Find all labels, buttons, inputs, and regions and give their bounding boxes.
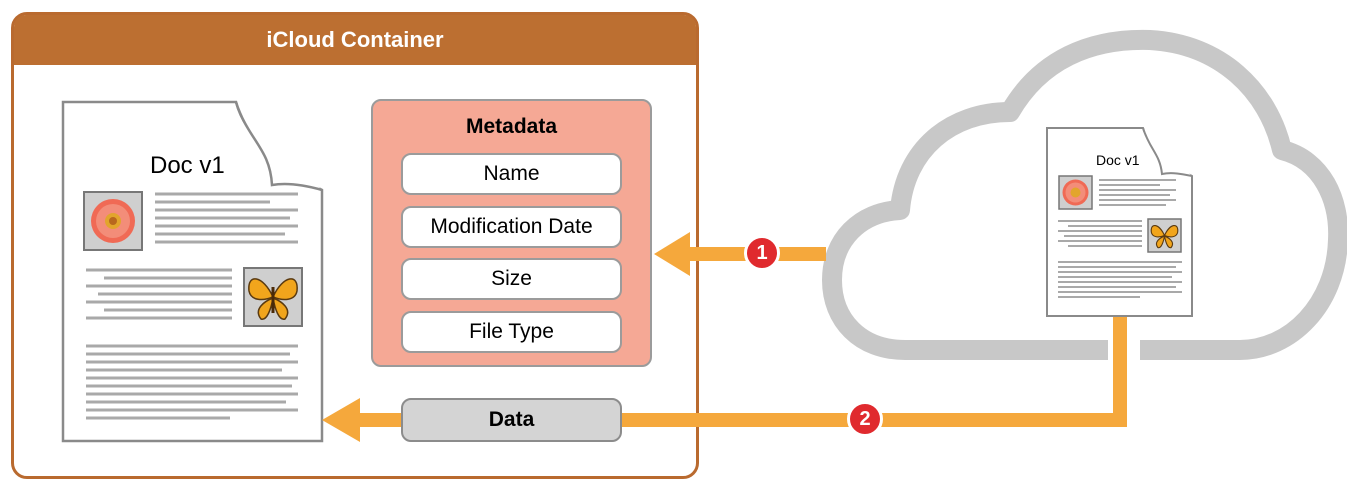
- metadata-field-name: Name: [401, 153, 622, 195]
- document-large-overlay: [61, 100, 324, 443]
- metadata-field-file-type: File Type: [401, 311, 622, 353]
- document-cloud: [1046, 127, 1193, 317]
- cloud-document-title: Doc v1: [1096, 152, 1140, 168]
- metadata-field-size: Size: [401, 258, 622, 300]
- flower-icon: [91, 199, 135, 243]
- step-2-badge: 2: [847, 401, 883, 437]
- flower-image-small: [1058, 175, 1093, 210]
- butterfly-icon: [248, 278, 298, 320]
- step-1-badge: 1: [744, 235, 780, 271]
- metadata-panel: Metadata Name Modification Date Size Fil…: [371, 99, 652, 367]
- metadata-title: Metadata: [465, 115, 558, 138]
- container-title: iCloud Container: [14, 15, 696, 65]
- metadata-field-modification-date: Modification Date: [401, 206, 622, 248]
- cloud-icon: [822, 29, 1347, 360]
- data-label: Data: [401, 398, 622, 442]
- arrow-metadata-sync-head: [654, 232, 700, 276]
- cloud-document-text-lines: [1058, 179, 1182, 298]
- butterfly-image-small: [1147, 218, 1182, 253]
- document-title: Doc v1: [150, 152, 225, 179]
